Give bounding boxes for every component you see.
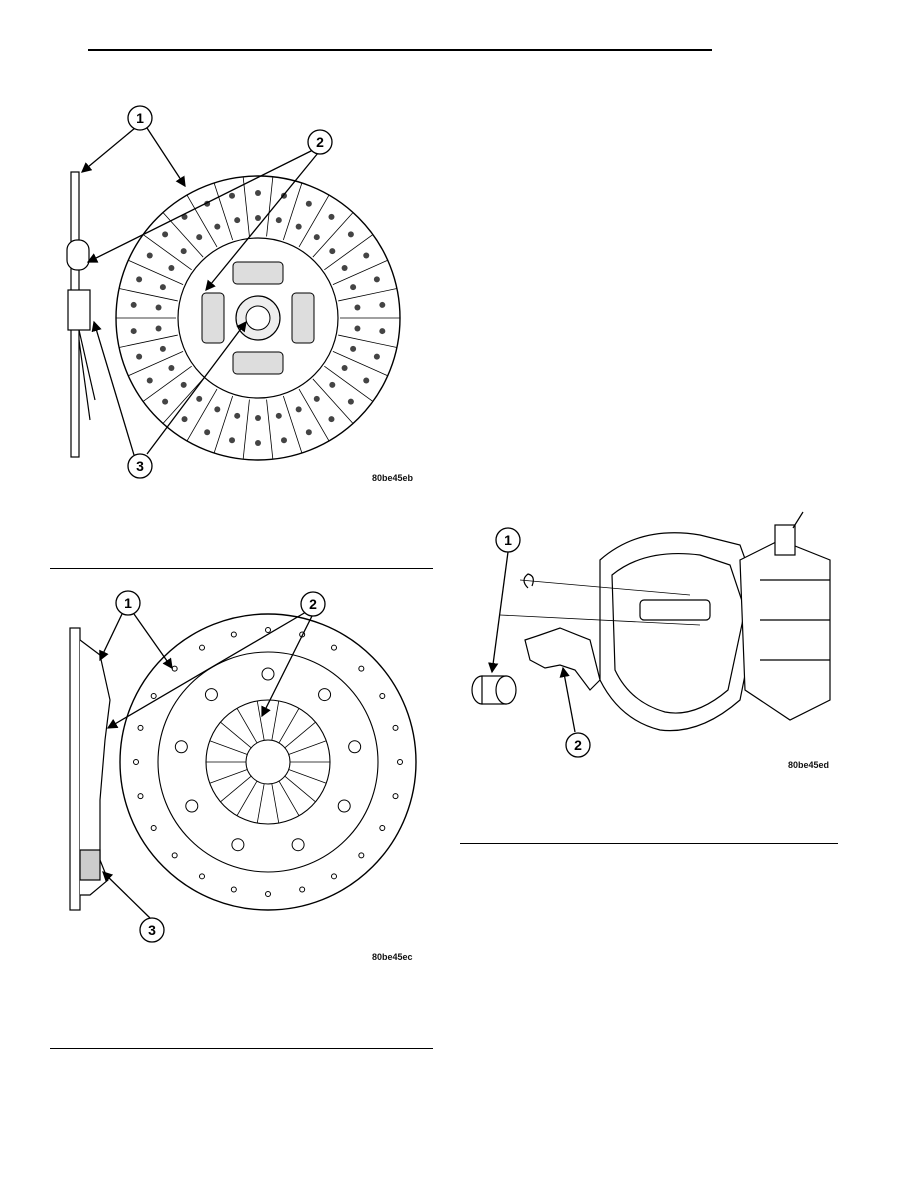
rivet [204, 429, 211, 436]
rivet [180, 248, 187, 255]
rivet [275, 412, 282, 419]
svg-text:2: 2 [574, 737, 582, 753]
rivet [234, 412, 241, 419]
rivet [168, 365, 175, 371]
rivet [328, 416, 335, 423]
rivet [313, 234, 320, 241]
callout-1: 1 [495, 527, 521, 553]
rivet [379, 328, 386, 335]
callout-2: 2 [307, 129, 333, 155]
rivet [373, 353, 380, 360]
rivet [347, 398, 354, 405]
release-fork [524, 627, 601, 691]
rivet [196, 395, 203, 402]
rivet [341, 365, 348, 371]
rivet [146, 252, 153, 259]
plate-side-view [69, 627, 111, 911]
rivet [155, 325, 162, 332]
rivet [180, 381, 187, 388]
rivet [162, 231, 169, 238]
callout-2: 2 [300, 591, 326, 617]
rivet [136, 353, 143, 360]
rivet [159, 345, 166, 352]
rivet [229, 192, 236, 199]
svg-text:2: 2 [309, 596, 317, 612]
bell-housing [599, 532, 761, 732]
figure-code: 80be45ed [788, 760, 829, 770]
callout-3: 3 [127, 453, 153, 479]
rivet [130, 301, 137, 308]
rivet [146, 377, 153, 384]
rivet [341, 265, 348, 271]
callout-1: 1 [115, 590, 141, 616]
rivet [328, 213, 335, 220]
rivet [229, 437, 236, 444]
callout-3: 3 [139, 917, 165, 943]
svg-text:1: 1 [136, 110, 144, 126]
figure-divider [50, 1048, 433, 1049]
rivet [363, 377, 370, 384]
rivet [347, 231, 354, 238]
rivet [255, 215, 261, 221]
rivet [350, 284, 357, 291]
header-rule [88, 49, 712, 51]
rivet [214, 223, 221, 230]
rivet [255, 415, 261, 421]
callout-1: 1 [127, 105, 153, 131]
rivet [255, 190, 261, 196]
damper-spring [232, 351, 284, 375]
rivet [275, 217, 282, 224]
rivet [295, 406, 302, 413]
rivet [162, 398, 169, 405]
rivet [255, 440, 261, 446]
rivet [305, 429, 312, 436]
transmission-case [739, 539, 831, 721]
callout-2: 2 [565, 732, 591, 758]
rivet [234, 217, 241, 224]
rivet [354, 304, 361, 311]
rivet [155, 304, 162, 311]
rivet [329, 248, 336, 255]
rivet [313, 395, 320, 402]
figure-code: 80be45ec [372, 952, 413, 962]
disc-side-view [66, 171, 96, 458]
svg-text:1: 1 [504, 532, 512, 548]
rivet [295, 223, 302, 230]
rivet [373, 276, 380, 283]
figure-divider [50, 568, 433, 569]
svg-text:3: 3 [148, 922, 156, 938]
release-bearing-figure: 1 2 80be45ed [471, 511, 831, 770]
splined-hub [245, 305, 271, 331]
svg-text:1: 1 [124, 595, 132, 611]
rivet [379, 301, 386, 308]
svg-text:3: 3 [136, 458, 144, 474]
clutch-disc-figure: 1 2 3 80be45eb [66, 105, 414, 483]
rivet [168, 265, 175, 271]
damper-spring [232, 261, 284, 285]
rivet [214, 406, 221, 413]
rivet [196, 234, 203, 241]
figure-divider [460, 843, 838, 844]
damper-spring [291, 292, 315, 344]
rivet [350, 345, 357, 352]
rivet [159, 284, 166, 291]
pressure-plate-figure: 1 2 3 80be45ec [69, 590, 417, 962]
rivet [354, 325, 361, 332]
rivet [130, 328, 137, 335]
rivet [329, 381, 336, 388]
rivet [181, 416, 188, 423]
svg-text:2: 2 [316, 134, 324, 150]
rivet [136, 276, 143, 283]
rivet [363, 252, 370, 259]
rivet [305, 200, 312, 207]
damper-spring [201, 292, 225, 344]
rivet [280, 437, 287, 444]
figure-code: 80be45eb [372, 473, 414, 483]
